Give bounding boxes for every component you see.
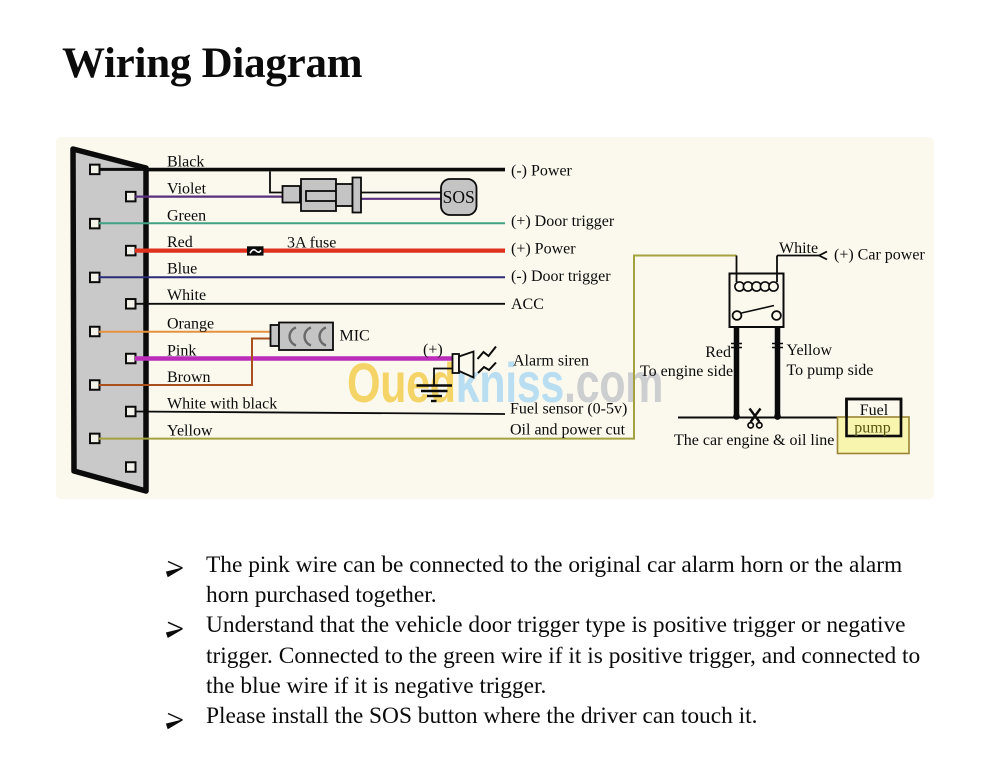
svg-text:Red: Red bbox=[167, 234, 193, 251]
svg-text:Yellow: Yellow bbox=[787, 342, 833, 359]
svg-text:To engine side: To engine side bbox=[640, 363, 733, 380]
svg-text:Blue: Blue bbox=[167, 260, 197, 277]
svg-text:pump: pump bbox=[854, 420, 890, 437]
svg-text:Green: Green bbox=[167, 207, 206, 224]
svg-text:(+) Power: (+) Power bbox=[511, 241, 576, 258]
svg-text:(-) Door trigger: (-) Door trigger bbox=[511, 268, 611, 285]
svg-text:Alarm siren: Alarm siren bbox=[513, 353, 589, 370]
svg-text:Red: Red bbox=[705, 344, 731, 361]
svg-text:Yellow: Yellow bbox=[167, 422, 213, 439]
svg-text:(+) Car power: (+) Car power bbox=[834, 247, 925, 264]
svg-text:Fuel: Fuel bbox=[860, 402, 889, 419]
svg-text:Fuel sensor (0-5v): Fuel sensor (0-5v) bbox=[510, 401, 627, 418]
svg-text:(+): (+) bbox=[423, 342, 443, 359]
svg-text:White: White bbox=[167, 287, 206, 304]
svg-text:ACC: ACC bbox=[511, 296, 544, 313]
svg-text:Pink: Pink bbox=[167, 343, 196, 360]
svg-text:(-) Power: (-) Power bbox=[511, 163, 573, 180]
svg-text:(+) Door trigger: (+) Door trigger bbox=[511, 213, 615, 230]
svg-text:Black: Black bbox=[167, 153, 204, 170]
svg-text:Brown: Brown bbox=[167, 369, 211, 386]
svg-text:Orange: Orange bbox=[167, 316, 214, 333]
svg-text:The car engine & oil line: The car engine & oil line bbox=[674, 432, 834, 449]
svg-text:White: White bbox=[779, 240, 818, 257]
svg-text:3A fuse: 3A fuse bbox=[287, 234, 336, 251]
svg-text:SOS: SOS bbox=[443, 187, 475, 207]
svg-text:Violet: Violet bbox=[167, 180, 207, 197]
svg-text:Oil and power cut: Oil and power cut bbox=[510, 422, 626, 439]
svg-text:To pump side: To pump side bbox=[787, 362, 874, 379]
svg-text:White with black: White with black bbox=[167, 395, 277, 412]
svg-text:MIC: MIC bbox=[340, 328, 370, 345]
